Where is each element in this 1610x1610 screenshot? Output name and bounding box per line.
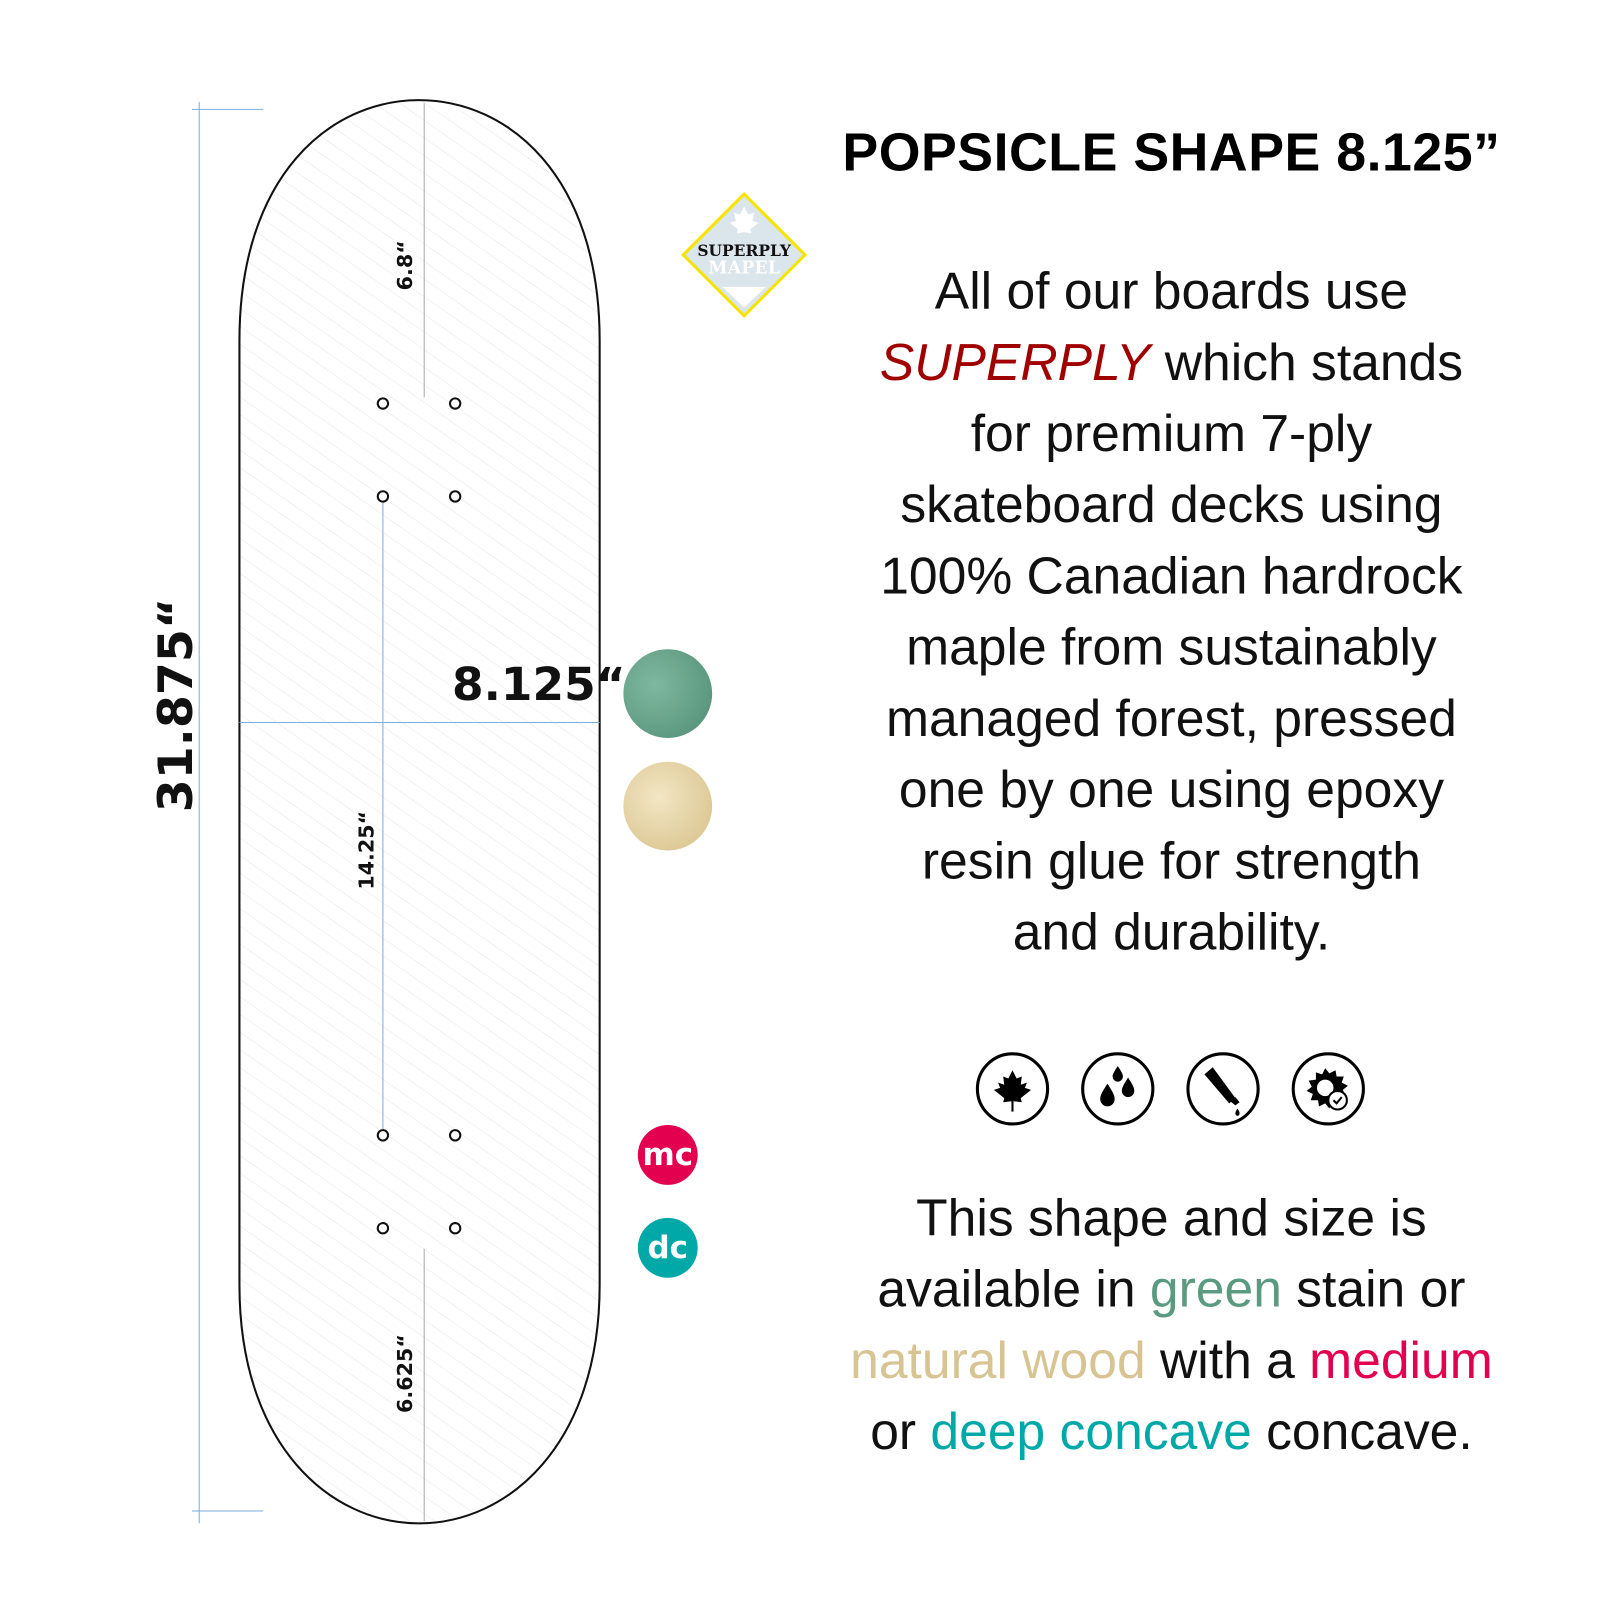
length-dimension: 31.875“: [147, 597, 204, 813]
avail-text: with a: [1145, 1331, 1310, 1390]
width-dimension: 8.125“: [452, 658, 626, 712]
natural-wood-swatch: [623, 761, 713, 851]
superply-logo: SUPERPLY MAPEL: [681, 191, 808, 319]
logo-text: SUPERPLY: [697, 241, 791, 261]
quality-seal-icon: [1291, 1052, 1365, 1126]
avail-line: or deep concave concave.: [805, 1396, 1538, 1467]
superply-highlight: SUPERPLY: [879, 333, 1151, 392]
desc-line: managed forest, pressed: [885, 689, 1457, 748]
avail-text: stain or: [1281, 1260, 1466, 1318]
avail-text: available in: [877, 1260, 1150, 1318]
logo-subtext: MAPEL: [708, 258, 781, 279]
deep-highlight: deep concave: [930, 1402, 1252, 1461]
description: All of our boards use SUPERPLY which sta…: [805, 256, 1538, 968]
medium-concave-badge: mc: [637, 1124, 698, 1185]
avail-line: This shape and size is: [916, 1188, 1427, 1247]
desc-line: All of our boards use: [934, 262, 1409, 320]
availability: This shape and size is available in gree…: [805, 1183, 1538, 1468]
desc-line: maple from sustainably: [906, 618, 1437, 677]
deck-diagram: [191, 99, 601, 1525]
medium-highlight: medium: [1309, 1331, 1493, 1390]
desc-line: one by one using epoxy: [898, 760, 1445, 819]
natural-highlight: natural wood: [850, 1331, 1146, 1390]
avail-line: natural wood with a medium: [764, 1325, 1579, 1396]
desc-text: which stands: [1150, 333, 1464, 392]
maple-leaf-icon: [975, 1052, 1050, 1126]
desc-line: 100% Canadian hardrock: [880, 547, 1463, 605]
desc-line: SUPERPLY which stands: [805, 327, 1538, 398]
glue-tube-icon: [1186, 1052, 1260, 1126]
green-highlight: green: [1149, 1260, 1282, 1318]
avail-text: or: [870, 1402, 931, 1461]
green-stain-swatch: [623, 649, 713, 738]
water-drops-icon: [1081, 1052, 1155, 1126]
feature-icons: [975, 1052, 1365, 1126]
page-title: POPSICLE SHAPE 8.125”: [842, 122, 1501, 183]
avail-line: available in green stain or: [805, 1254, 1538, 1325]
wheelbase-dimension: 14.25“: [354, 810, 379, 890]
desc-line: for premium 7-ply: [970, 404, 1373, 463]
avail-text: concave.: [1251, 1402, 1473, 1461]
desc-line: and durability.: [1012, 903, 1331, 961]
deck-outline: [238, 99, 601, 1525]
tail-dimension: 6.625“: [392, 1334, 417, 1413]
nose-dimension: 6.8“: [392, 240, 417, 291]
desc-line: skateboard decks using: [900, 475, 1443, 534]
desc-line: resin glue for strength: [921, 831, 1421, 890]
deep-concave-badge: dc: [637, 1217, 698, 1278]
